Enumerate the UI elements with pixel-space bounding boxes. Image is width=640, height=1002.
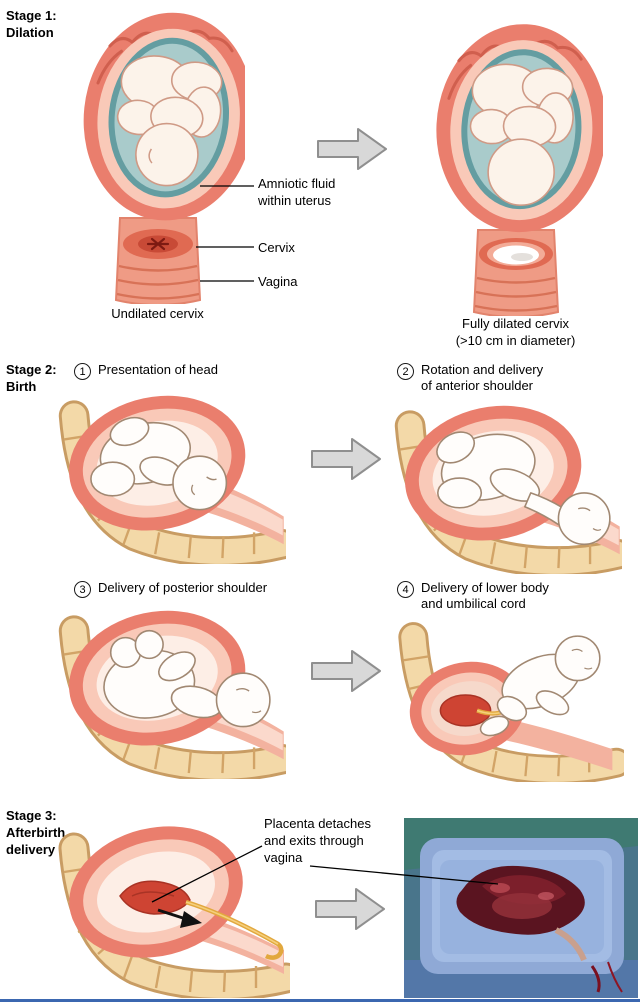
dilated-caption: Fully dilated cervix (>10 cm in diameter…	[455, 316, 576, 348]
cord-in-photo	[554, 927, 587, 962]
umbilical-cord	[185, 899, 284, 960]
stage-1-title: Stage 1: Dilation	[6, 8, 57, 40]
uterus-dilated-drawing	[436, 24, 603, 316]
placenta-label: Placenta detaches and exits through vagi…	[264, 816, 371, 865]
panel-2-caption: Rotation and delivery of anterior should…	[421, 362, 544, 393]
afterbirth-illustration	[58, 810, 290, 998]
panel-1-illustration	[58, 388, 286, 564]
baby	[90, 416, 228, 511]
step-1-badge: 1	[74, 363, 91, 380]
step-3-badge: 3	[74, 581, 91, 598]
stage2-row1-arrow-icon	[310, 436, 382, 482]
undilated-caption: Undilated cervix	[111, 306, 204, 321]
undilated-uterus-illustration	[70, 4, 245, 304]
panel-3-header: 3 Delivery of posterior shoulder	[74, 580, 267, 598]
placenta	[439, 694, 492, 727]
uterus-body	[436, 24, 603, 233]
stage3-next-arrow-icon	[314, 886, 386, 932]
panel-2-illustration	[394, 398, 622, 574]
cervix-label: Cervix	[258, 240, 295, 255]
step-2-badge: 2	[397, 363, 414, 380]
exit-direction-arrow-icon	[157, 908, 202, 928]
panel-1-caption: Presentation of head	[98, 362, 218, 377]
fetus	[116, 55, 223, 187]
panel-3-illustration	[58, 603, 286, 779]
uterus-body	[83, 12, 245, 221]
panel-4-illustration	[394, 610, 624, 782]
panel-3-caption: Delivery of posterior shoulder	[98, 580, 268, 595]
blood-streaks	[590, 961, 623, 993]
panel-1-header: 1 Presentation of head	[74, 362, 218, 380]
stage-3-title: Stage 3: Afterbirth delivery	[6, 808, 66, 857]
fetus	[469, 63, 574, 206]
amniotic-fluid-label: Amniotic fluid within uterus	[258, 176, 336, 208]
stage-2-title: Stage 2: Birth	[6, 362, 57, 394]
panel-2-header: 2 Rotation and delivery of anterior shou…	[397, 362, 543, 394]
panel-4-caption: Delivery of lower body and umbilical cor…	[421, 580, 549, 611]
cervix-undilated	[123, 229, 193, 259]
stage1-next-arrow-icon	[316, 126, 388, 172]
birth-canal	[492, 716, 613, 771]
step-4-badge: 4	[397, 581, 414, 598]
bottom-rule	[0, 999, 640, 1002]
placenta-photo	[404, 818, 638, 998]
baby	[479, 635, 601, 737]
baby	[103, 629, 271, 728]
vagina-label: Vagina	[258, 274, 298, 289]
uterus-undilated-drawing	[83, 12, 245, 304]
baby	[436, 431, 611, 546]
panel-4-header: 4 Delivery of lower body and umbilical c…	[397, 580, 549, 612]
stage2-row2-arrow-icon	[310, 648, 382, 694]
dilated-uterus-illustration	[428, 16, 603, 316]
cervix-dilated	[479, 238, 553, 270]
